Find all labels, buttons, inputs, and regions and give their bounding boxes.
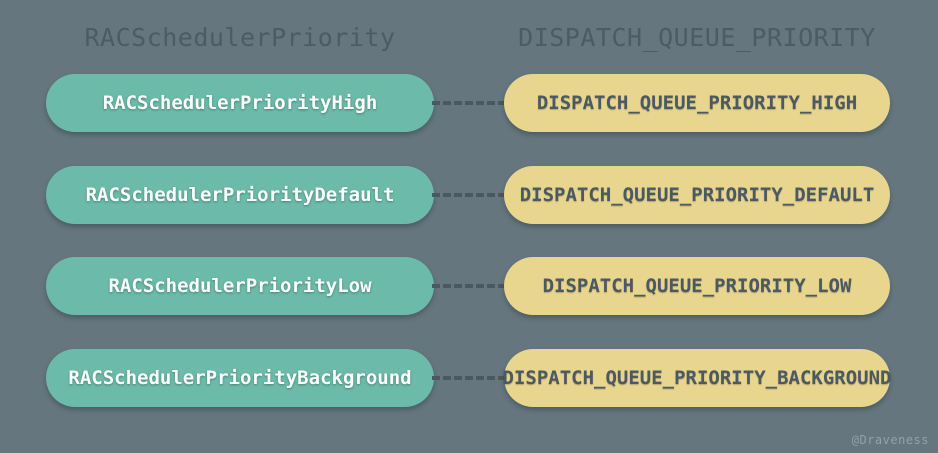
left-column-header: RACSchedulerPriority (84, 23, 396, 52)
dispatch-queue-priority-background-pill: DISPATCH_QUEUE_PRIORITY_BACKGROUND (503, 349, 891, 407)
dispatch-queue-priority-high-pill: DISPATCH_QUEUE_PRIORITY_HIGH (504, 74, 890, 132)
rac-scheduler-priority-default-pill: RACSchedulerPriorityDefault (46, 166, 434, 224)
rac-scheduler-priority-background-pill: RACSchedulerPriorityBackground (46, 349, 434, 407)
dispatch-queue-priority-low-pill: DISPATCH_QUEUE_PRIORITY_LOW (504, 257, 890, 315)
rac-scheduler-priority-high-pill: RACSchedulerPriorityHigh (46, 74, 434, 132)
mapping-row-low: RACSchedulerPriorityLow DISPATCH_QUEUE_P… (0, 257, 938, 315)
right-column-header: DISPATCH_QUEUE_PRIORITY (518, 23, 876, 52)
dashed-connector-line (432, 193, 506, 197)
dashed-connector-line (432, 101, 506, 105)
dashed-connector-line (432, 376, 506, 380)
mapping-row-high: RACSchedulerPriorityHigh DISPATCH_QUEUE_… (0, 74, 938, 132)
rac-scheduler-priority-low-pill: RACSchedulerPriorityLow (46, 257, 434, 315)
mapping-row-default: RACSchedulerPriorityDefault DISPATCH_QUE… (0, 166, 938, 224)
dispatch-queue-priority-default-pill: DISPATCH_QUEUE_PRIORITY_DEFAULT (504, 166, 890, 224)
watermark: @Draveness (851, 433, 929, 447)
mapping-row-background: RACSchedulerPriorityBackground DISPATCH_… (0, 349, 938, 407)
dashed-connector-line (432, 284, 506, 288)
